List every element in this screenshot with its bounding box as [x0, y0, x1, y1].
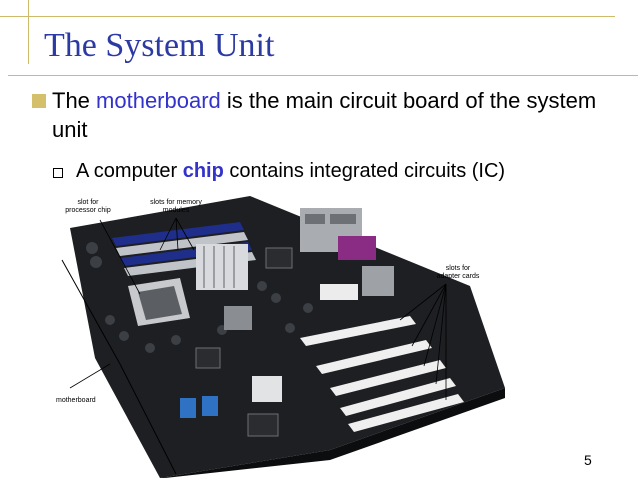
- capacitors: [86, 242, 335, 353]
- motherboard-bracket: [61, 259, 177, 475]
- decorative-vertical-line: [28, 0, 29, 64]
- label-adapter-slots-2: adapter cards: [437, 273, 480, 280]
- sata-port: [202, 396, 218, 416]
- expansion-slots: [300, 316, 464, 432]
- decorative-top-line: [0, 16, 615, 17]
- motherboard-photo: slot for processor chip slots for memory…: [56, 196, 505, 478]
- io-port: [305, 214, 325, 224]
- connector: [320, 284, 358, 300]
- chip: [265, 247, 293, 269]
- bullet-motherboard: The motherboard is the main circuit boar…: [52, 86, 612, 144]
- io-port: [362, 266, 394, 296]
- bullet-text-pre: A computer: [76, 160, 183, 182]
- slide-title: The System Unit: [44, 27, 275, 64]
- chip: [195, 347, 221, 369]
- square-bullet-icon: [32, 94, 46, 108]
- chip: [247, 413, 279, 437]
- callout-lines: [69, 217, 447, 400]
- bullet-text-post: is the main circuit board of the system …: [52, 88, 597, 142]
- hollow-square-bullet-icon: [53, 168, 63, 178]
- page-number: 5: [584, 452, 592, 468]
- bullet-chip: A computer chip contains integrated circ…: [76, 158, 505, 184]
- io-port: [330, 214, 356, 224]
- label-processor-slot-1: slot for: [77, 199, 99, 206]
- bullet-text-pre: The: [52, 88, 97, 113]
- label-memory-slots-2: modules: [163, 207, 190, 214]
- power-connector: [252, 376, 282, 402]
- label-memory-slots-1: slots for memory: [150, 199, 202, 206]
- keyword-motherboard: motherboard: [96, 88, 221, 113]
- label-motherboard: motherboard: [56, 397, 96, 404]
- label-processor-slot-2: processor chip: [65, 207, 111, 214]
- bullet-text-post: contains integrated circuits (IC): [223, 160, 506, 182]
- label-adapter-slots-1: slots for: [446, 265, 471, 272]
- chipset: [224, 306, 252, 330]
- title-underline: [8, 75, 638, 76]
- keyword-chip: chip: [182, 160, 224, 182]
- sata-port: [180, 398, 196, 418]
- purple-port: [338, 236, 376, 260]
